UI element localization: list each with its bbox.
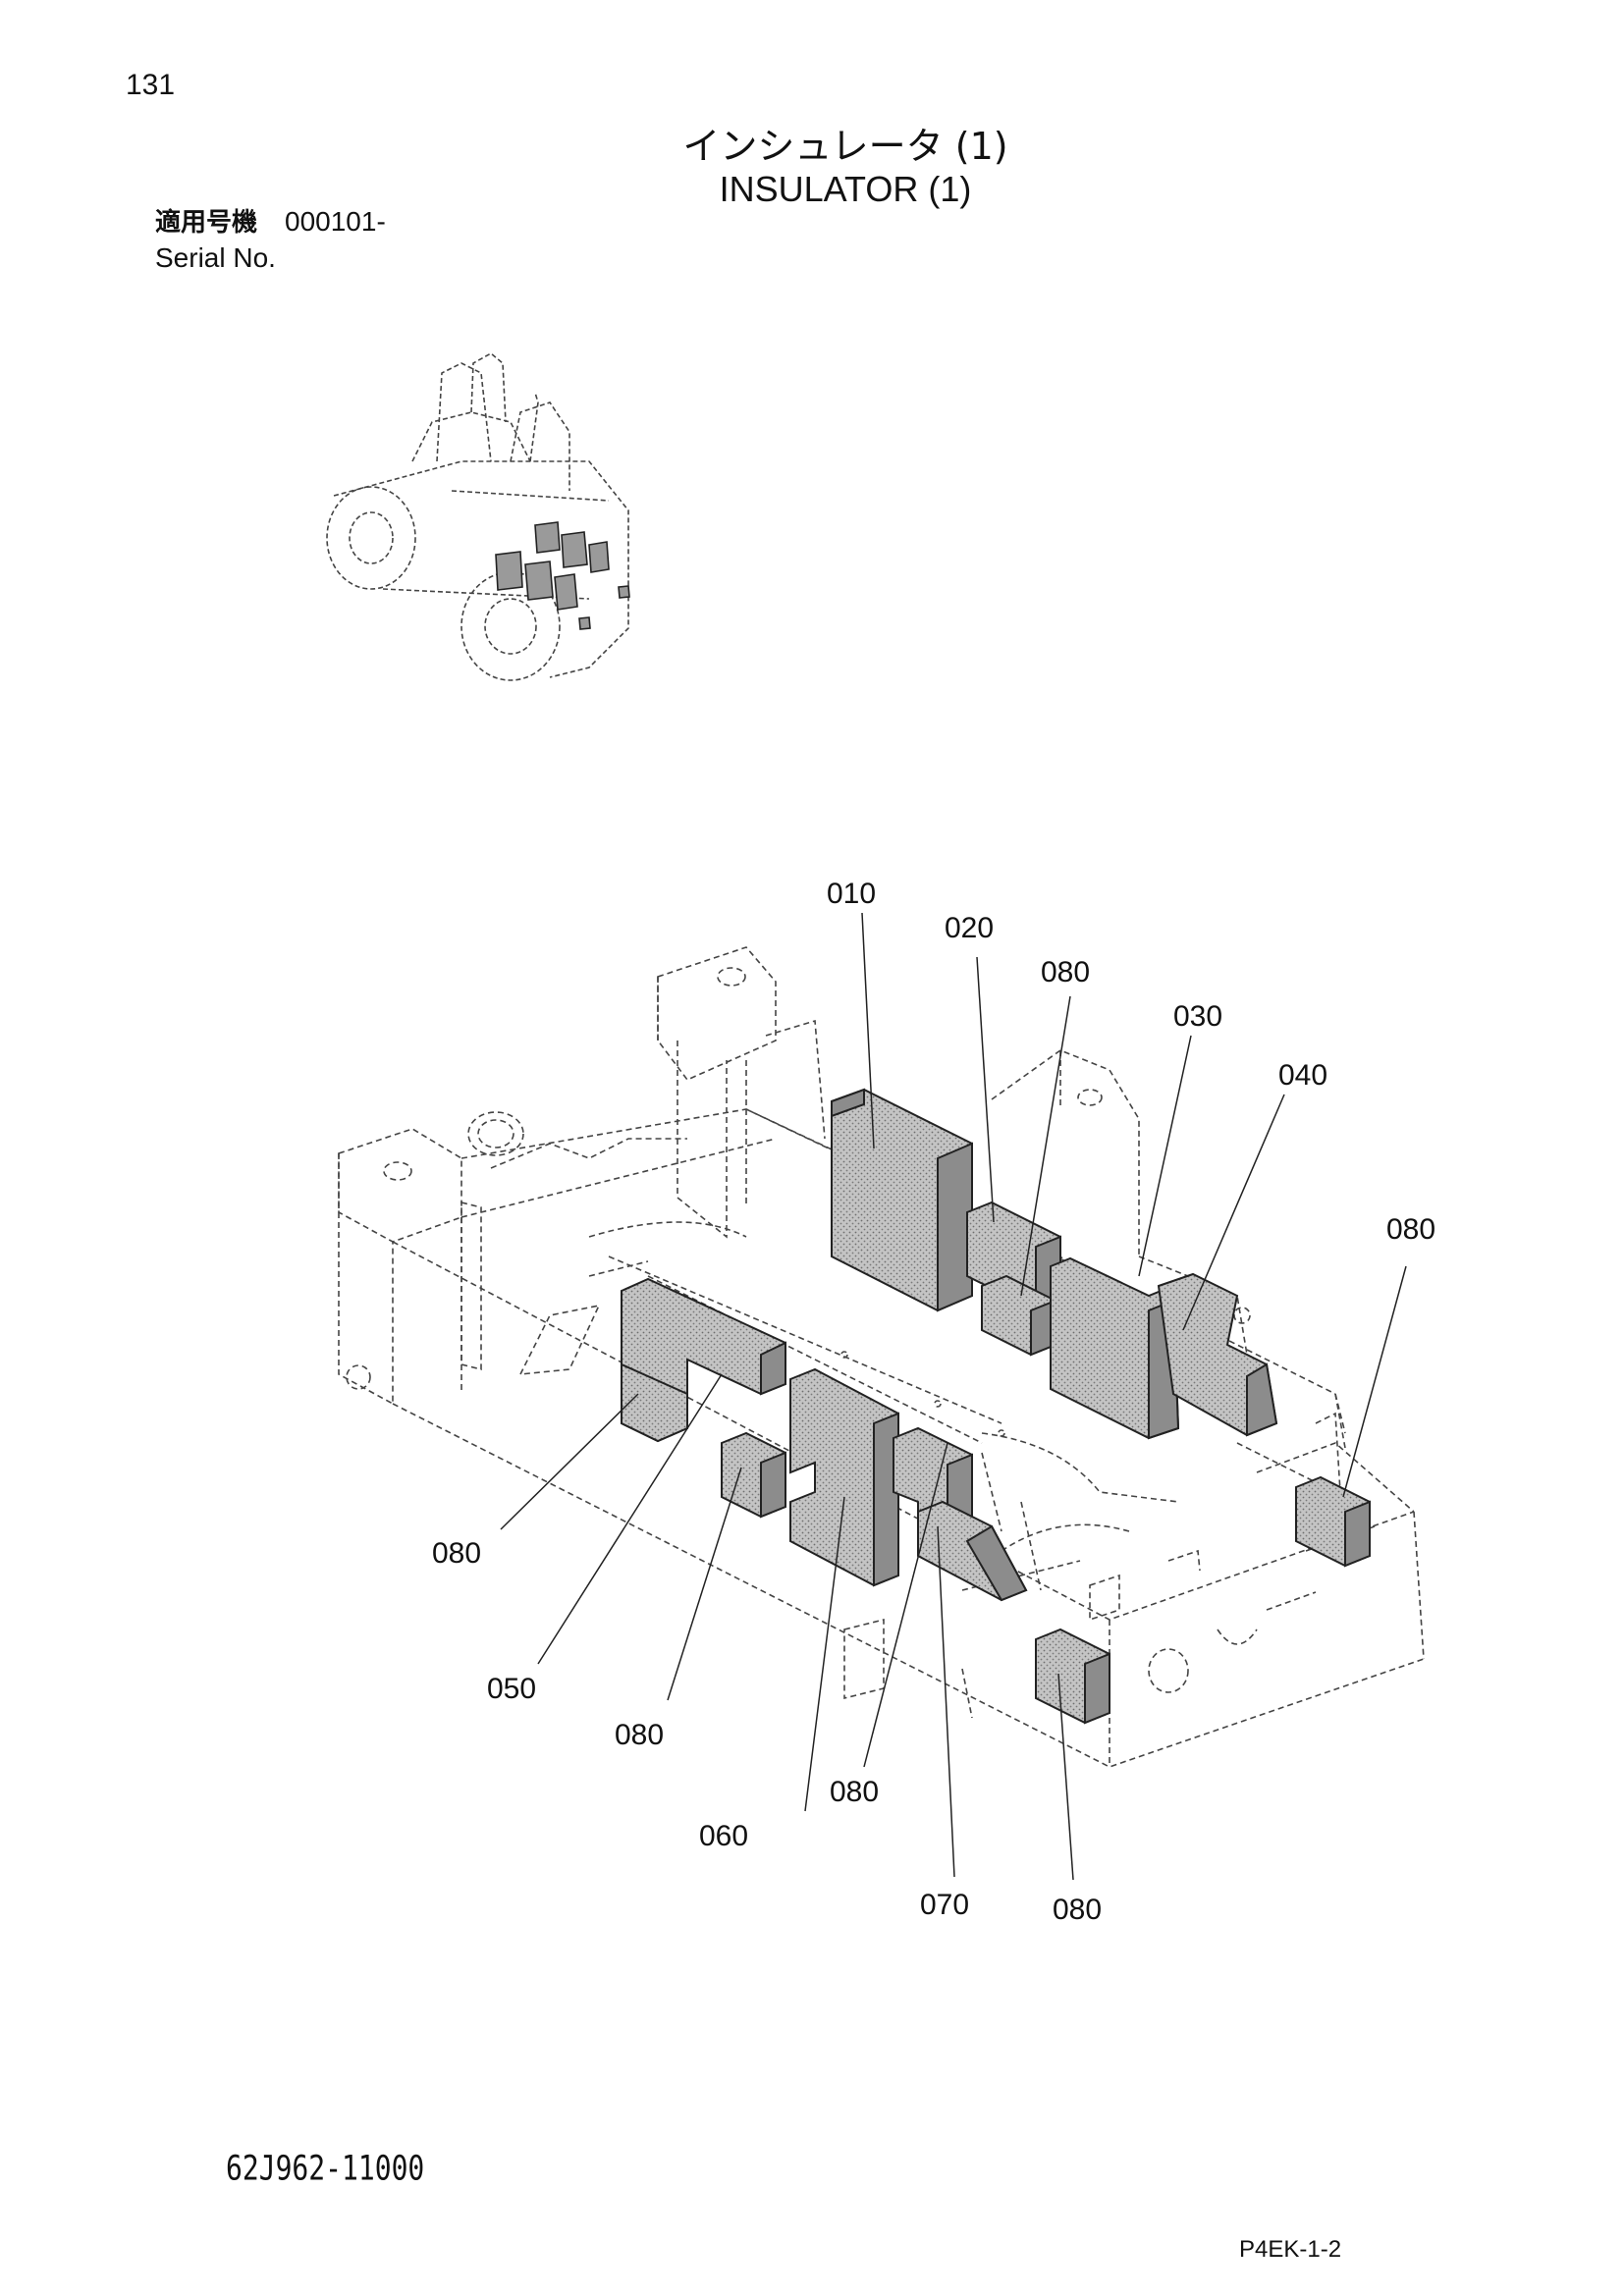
callout-labels: 010 020 080 030 040 080 080 050 080 060 … <box>432 878 1435 1926</box>
serial-row: 適用号機 000101- <box>155 204 386 240</box>
callout-040: 040 <box>1278 1059 1327 1092</box>
callout-080-left: 080 <box>432 1537 481 1570</box>
machine-frame <box>338 946 1425 1768</box>
callout-050: 050 <box>487 1673 536 1705</box>
leader-lines <box>500 912 1407 1881</box>
page-title-english: INSULATOR (1) <box>719 169 972 209</box>
insulator-080-b <box>621 1362 688 1443</box>
serial-block: 適用号機 000101- Serial No. <box>155 204 386 276</box>
callout-080-bottom: 080 <box>1053 1894 1102 1926</box>
callout-060: 060 <box>699 1820 748 1852</box>
insulator-060 <box>789 1367 899 1587</box>
machine-overview-thumbnail <box>326 352 629 681</box>
callout-010: 010 <box>827 878 876 910</box>
drawing-part-code: 62J962-11000 <box>226 2148 425 2189</box>
callout-080-top: 080 <box>1041 956 1090 988</box>
callout-080-right: 080 <box>1386 1213 1435 1246</box>
page-title-japanese: インシュレータ (1) <box>682 125 1008 168</box>
page-code: P4EK-1-2 <box>1239 2236 1342 2263</box>
callout-070: 070 <box>920 1889 969 1921</box>
callout-080-lower: 080 <box>830 1776 879 1808</box>
thumbnail-insulator-highlights <box>495 521 630 630</box>
serial-value: 000101- <box>285 206 386 237</box>
serial-label-japanese: 適用号機 <box>155 208 258 238</box>
callout-020: 020 <box>945 912 994 944</box>
serial-label-english: Serial No. <box>155 242 276 273</box>
callout-030: 030 <box>1173 1000 1222 1033</box>
callout-080-mid: 080 <box>615 1719 664 1751</box>
page-number: 131 <box>126 69 176 101</box>
insulator-parts <box>621 1088 1371 1725</box>
